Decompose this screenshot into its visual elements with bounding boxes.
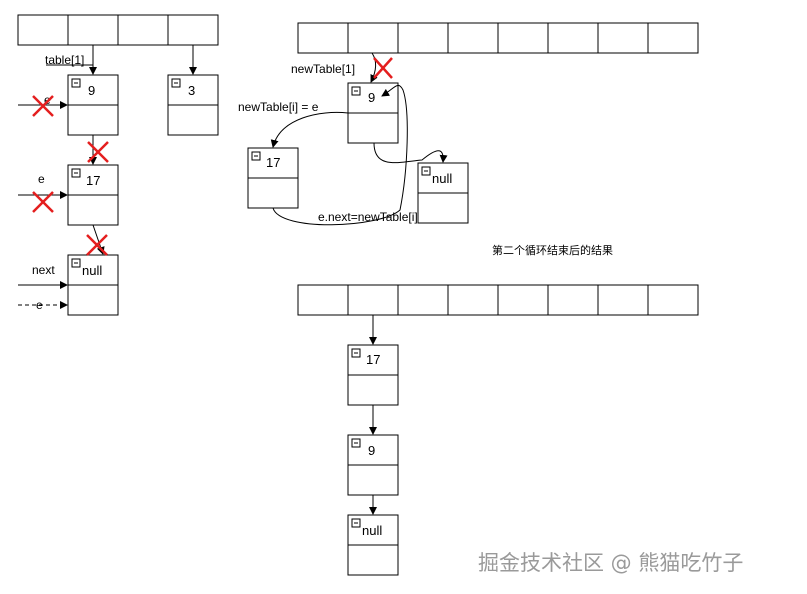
left-node-9-value: 9	[88, 83, 95, 98]
mid-arrows	[270, 52, 448, 226]
cross-icon	[87, 141, 109, 163]
e-label-dashed: e	[36, 298, 43, 312]
mid-node-17: 17	[247, 147, 299, 209]
left-arrows	[18, 45, 197, 309]
next-label: next	[32, 263, 55, 277]
result-node-null: null	[347, 514, 399, 576]
left-node-null-value: null	[82, 263, 102, 278]
new-table-array-top	[297, 22, 699, 54]
mid-node-9-value: 9	[368, 90, 375, 105]
cross-icon	[32, 191, 54, 213]
cross-icon	[86, 234, 108, 256]
left-node-3: 3	[167, 74, 219, 136]
result-node-17-value: 17	[366, 352, 380, 367]
left-node-9: 9	[67, 74, 119, 136]
table-1-label: table[1]	[45, 53, 84, 67]
old-table-array	[17, 14, 219, 46]
cross-icon	[373, 57, 393, 79]
cross-icon	[32, 95, 54, 117]
left-node-3-value: 3	[188, 83, 195, 98]
e-next-equals-label: e.next=newTable[i]	[318, 210, 418, 224]
mid-node-9: 9	[347, 82, 399, 144]
mid-node-17-value: 17	[266, 155, 280, 170]
mid-node-null-value: null	[432, 171, 452, 186]
result-node-17: 17	[347, 344, 399, 406]
left-node-null: null	[67, 254, 119, 316]
caption-second-loop-result: 第二个循环结束后的结果	[492, 243, 613, 257]
result-node-null-value: null	[362, 523, 382, 538]
new-table-array-bottom	[297, 284, 699, 316]
new-table-1-label: newTable[1]	[291, 62, 355, 76]
left-node-17: 17	[67, 164, 119, 226]
mid-node-null: null	[417, 162, 469, 224]
result-node-9-value: 9	[368, 443, 375, 458]
e-label-mid: e	[38, 172, 45, 186]
new-table-i-equals-e-label: newTable[i] = e	[238, 100, 319, 114]
result-node-9: 9	[347, 434, 399, 496]
left-node-17-value: 17	[86, 173, 100, 188]
watermark-text: 掘金技术社区 @ 熊猫吃竹子	[478, 551, 743, 575]
